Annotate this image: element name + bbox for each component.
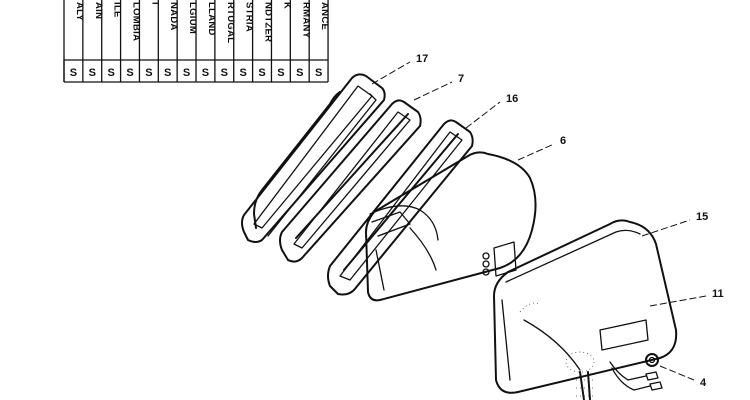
country-column-label: LGIUM xyxy=(187,2,198,34)
applicability-mark: S xyxy=(70,67,77,79)
country-column-label: I xyxy=(149,2,160,5)
callout-17: 17 xyxy=(416,53,428,65)
country-column-label: RTUGAL xyxy=(225,2,236,43)
applicability-mark: S xyxy=(258,67,265,79)
applicability-mark: S xyxy=(296,67,303,79)
country-column-label: LOMBIA xyxy=(131,2,142,41)
country-column-label: STRIA xyxy=(244,2,255,32)
applicability-mark: S xyxy=(277,67,284,79)
callout-11: 11 xyxy=(712,288,724,300)
country-column-label: ILE xyxy=(112,2,123,18)
callout-15: 15 xyxy=(696,211,708,223)
gasket-17 xyxy=(241,73,386,243)
applicability-mark: S xyxy=(239,67,246,79)
country-column-label: NDTZER xyxy=(263,2,274,42)
applicability-mark: S xyxy=(315,67,322,79)
callout-7: 7 xyxy=(458,73,464,85)
callout-6: 6 xyxy=(560,135,566,147)
applicability-mark: S xyxy=(164,67,171,79)
applicability-mark: S xyxy=(89,67,96,79)
leader-lines xyxy=(371,61,707,381)
country-column-label: ANCE xyxy=(319,2,330,30)
country-applicability-table: ALY AIN ILE LOMBIA I NADA LGIUM LLAND RTUGAL STRI… xyxy=(63,0,330,83)
country-column-label: NADA xyxy=(168,2,179,31)
applicability-mark: S xyxy=(145,67,152,79)
applicability-mark: S xyxy=(221,67,228,79)
country-column-label: RMANY xyxy=(300,2,311,39)
country-column-label: AIN xyxy=(93,2,104,19)
country-column-label: LLAND xyxy=(206,2,217,36)
grommet-4 xyxy=(609,353,663,391)
callout-4: 4 xyxy=(700,377,707,389)
frame-7 xyxy=(279,99,422,263)
applicability-mark: S xyxy=(126,67,133,79)
callout-labels: 17 7 16 6 15 11 4 xyxy=(416,53,724,389)
country-column-label: K xyxy=(281,2,292,9)
applicability-mark: S xyxy=(107,67,114,79)
country-column-label: ALY xyxy=(74,2,85,21)
sealed-beam-lamp-6 xyxy=(365,151,537,302)
lamp-housing-15 xyxy=(493,219,678,400)
applicability-mark: S xyxy=(183,67,190,79)
applicability-mark: S xyxy=(202,67,209,79)
gasket-16 xyxy=(327,119,474,296)
callout-16: 16 xyxy=(506,93,518,105)
